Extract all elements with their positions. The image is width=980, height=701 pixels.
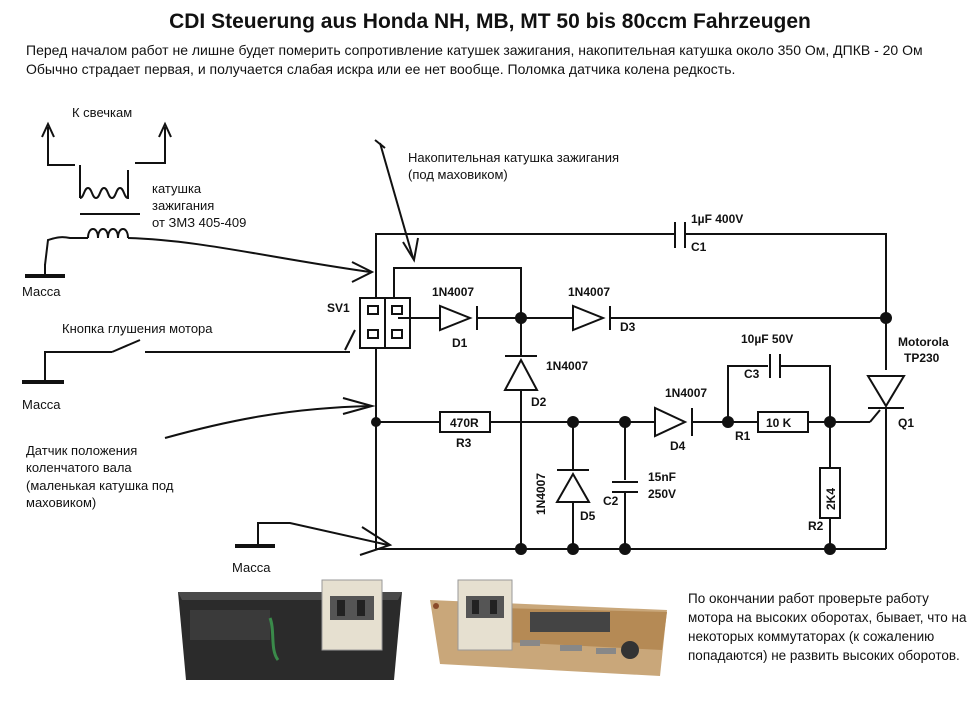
cdi-module-photo (178, 579, 402, 680)
label-c2-value-2: 250V (648, 487, 676, 501)
junction-d1-d3 (515, 312, 527, 324)
label-d1: D1 (452, 336, 468, 350)
label-c3: C3 (744, 367, 760, 381)
sv1-pin-2 (391, 305, 403, 315)
q1-body (866, 375, 906, 408)
q1-gate (869, 409, 881, 423)
label-ground-1: Масса (22, 284, 61, 299)
label-sensor-3: (маленькая катушка под (26, 478, 174, 493)
label-d4: D4 (670, 439, 686, 453)
label-d2: D2 (531, 395, 547, 409)
label-sensor-1: Датчик положения (26, 443, 137, 458)
intro-line-1: Перед началом работ не лишне будет помер… (26, 42, 923, 58)
label-c2: C2 (603, 494, 619, 508)
label-c1: C1 (691, 240, 707, 254)
label-ground-3: Масса (232, 560, 271, 575)
label-d3: D3 (620, 320, 636, 334)
label-q1-type: TP230 (904, 351, 940, 365)
coil-to-sv1-lead (127, 237, 371, 273)
d3-anode (572, 304, 606, 332)
sensor-arrow (342, 397, 376, 415)
sv1-pin-3 (367, 329, 379, 339)
label-c1-value: 1µF 400V (691, 212, 743, 226)
kill-lead-left (44, 351, 112, 380)
sensor-lead (164, 405, 371, 439)
label-sv1: SV1 (327, 301, 350, 315)
d1-anode (439, 304, 473, 332)
intro-line-2: Обычно страдает первая, и получается сла… (26, 61, 736, 77)
junction-d5 (567, 416, 579, 428)
label-kill-button: Кнопка глушения мотора (62, 321, 213, 336)
spark-arrow-right (158, 121, 172, 138)
label-q1-maker: Motorola (898, 335, 949, 349)
label-coil-3: от ЗМЗ 405-409 (152, 215, 246, 230)
label-d1-type: 1N4007 (432, 285, 474, 299)
sv1-pin-4 (391, 329, 403, 339)
label-r3-value: 470R (450, 416, 479, 430)
label-storage-coil-1: Накопительная катушка зажигания (408, 150, 619, 165)
sv1-pin-1 (367, 305, 379, 315)
rail-top-right (685, 233, 887, 318)
junction-bottom-d5 (567, 543, 579, 555)
rail-d1-top (393, 267, 522, 318)
storage-coil-arrow-head (402, 237, 419, 263)
label-r2-value: 2K4 (824, 488, 838, 510)
ground-lead-3 (257, 522, 389, 546)
primary-winding (87, 228, 129, 239)
junction-sv1-r3 (371, 417, 381, 427)
junction-c3-left (722, 416, 734, 428)
d4-anode (654, 406, 688, 438)
label-r1: R1 (735, 429, 751, 443)
label-d5: D5 (580, 509, 596, 523)
label-c3-value: 10µF 50V (741, 332, 793, 346)
label-d5-type: 1N4007 (534, 473, 548, 515)
label-r1-value: 10 K (766, 416, 792, 430)
spark-arrow-left (41, 121, 55, 138)
label-to-plugs: К свечкам (72, 105, 132, 120)
label-d2-type: 1N4007 (546, 359, 588, 373)
spark-lead-left (47, 127, 75, 166)
storage-coil-arrow-line (379, 142, 414, 259)
cdi-board-photo (430, 579, 667, 676)
junction-bottom-d2 (515, 543, 527, 555)
label-coil-1: катушка (152, 181, 202, 196)
rail-bottom (375, 348, 886, 550)
coil-arrow (351, 261, 375, 283)
d5-anode (555, 471, 591, 503)
junction-c2 (619, 416, 631, 428)
label-d4-type: 1N4007 (665, 386, 707, 400)
junction-r2 (824, 416, 836, 428)
label-q1: Q1 (898, 416, 914, 430)
label-coil-2: зажигания (152, 198, 214, 213)
junction-bottom-c2 (619, 543, 631, 555)
spark-lead-right (135, 127, 166, 164)
label-sensor-2: коленчатого вала (26, 460, 132, 475)
ignition-coil (41, 121, 375, 283)
ground-arrow-3 (359, 526, 393, 556)
label-storage-coil-2: (под маховиком) (408, 167, 508, 182)
label-c2-value-1: 15nF (648, 470, 676, 484)
secondary-winding (79, 165, 129, 200)
kill-arrow (344, 329, 356, 351)
label-d3-type: 1N4007 (568, 285, 610, 299)
wire-c3-right (780, 365, 831, 422)
storage-coil-arrow-tail (374, 139, 386, 149)
label-r2: R2 (808, 519, 824, 533)
label-sensor-4: маховиком) (26, 495, 96, 510)
kill-button-wire (44, 329, 356, 380)
label-r3: R3 (456, 436, 472, 450)
page-title: CDI Steuerung aus Honda NH, MB, MT 50 bi… (169, 10, 811, 33)
label-ground-2: Масса (22, 397, 61, 412)
kill-switch-contact (111, 339, 141, 353)
junction-d3-q1 (880, 312, 892, 324)
junction-bottom-r2 (824, 543, 836, 555)
bottom-note: По окончании работ проверьте работу мото… (688, 591, 967, 663)
rail-top-left (375, 233, 675, 298)
coil-ground-lead (44, 236, 88, 266)
d2-anode (503, 357, 539, 391)
wire-c3-left (727, 365, 768, 422)
